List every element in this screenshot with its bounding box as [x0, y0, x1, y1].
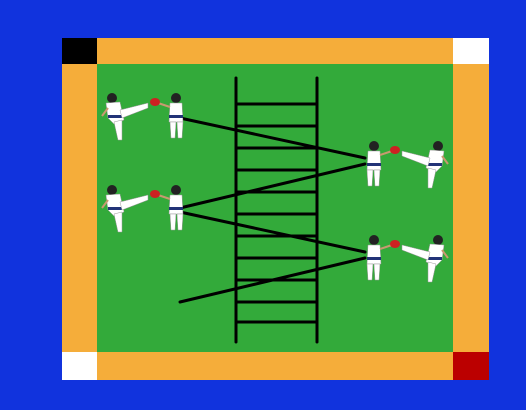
- corner-top-left: [62, 38, 97, 64]
- kick-pad: [390, 240, 400, 248]
- kick-pad: [390, 146, 400, 154]
- mat-surface: [97, 64, 453, 352]
- corner-top-right: [453, 38, 489, 64]
- corner-bottom-right: [453, 352, 489, 380]
- corner-bottom-left: [62, 352, 97, 380]
- kick-pad: [150, 98, 160, 106]
- kick-pad: [150, 190, 160, 198]
